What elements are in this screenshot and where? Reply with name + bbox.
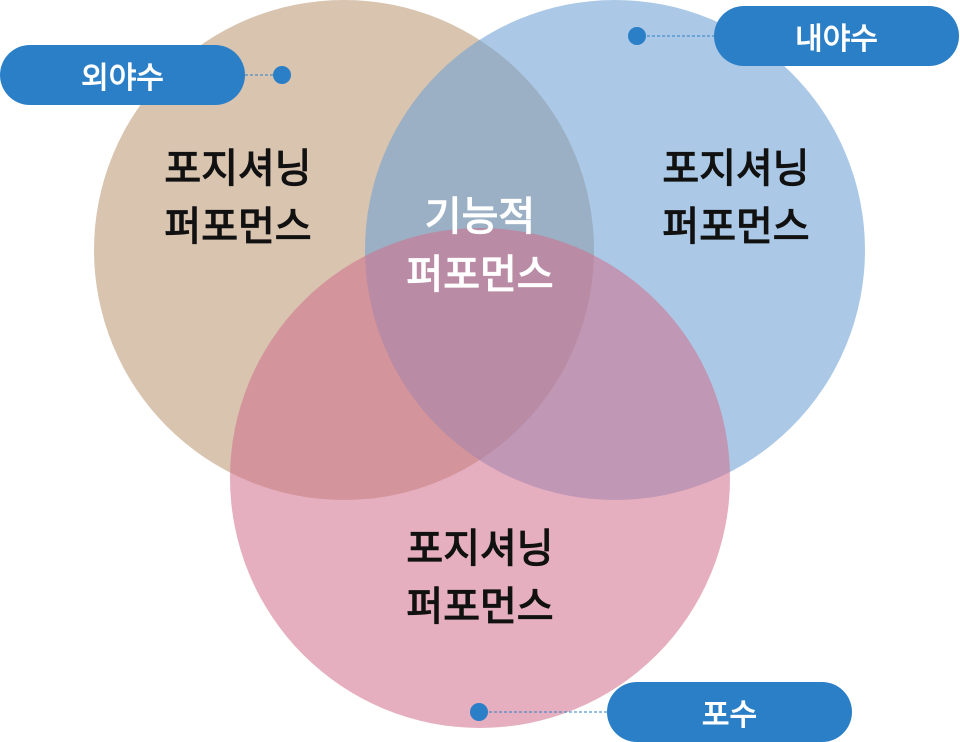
text-line: 포지셔닝 — [164, 146, 312, 192]
text-line: 퍼포먼스 — [406, 252, 554, 298]
text-line: 퍼포먼스 — [662, 204, 810, 250]
label-infielder: 내야수 — [714, 6, 959, 66]
text-line: 퍼포먼스 — [164, 204, 312, 250]
dot-outfielder — [273, 66, 291, 84]
label-text: 외야수 — [81, 61, 164, 96]
text-line: 퍼포먼스 — [406, 584, 554, 630]
outfielder-text: 포지셔닝 퍼포먼스 — [118, 140, 358, 256]
text-line: 포지셔닝 — [662, 146, 810, 192]
label-outfielder: 외야수 — [0, 45, 245, 105]
circle-catcher — [230, 228, 730, 728]
catcher-text: 포지셔닝 퍼포먼스 — [360, 520, 600, 636]
label-text: 포수 — [701, 698, 758, 733]
dot-infielder — [628, 27, 646, 45]
text-line: 기능적 — [424, 194, 536, 240]
infielder-text: 포지셔닝 퍼포먼스 — [616, 140, 856, 256]
text-line: 포지셔닝 — [406, 526, 554, 572]
center-text: 기능적 퍼포먼스 — [360, 188, 600, 304]
dot-catcher — [470, 703, 488, 721]
label-text: 내야수 — [795, 22, 878, 57]
label-catcher: 포수 — [607, 682, 852, 742]
